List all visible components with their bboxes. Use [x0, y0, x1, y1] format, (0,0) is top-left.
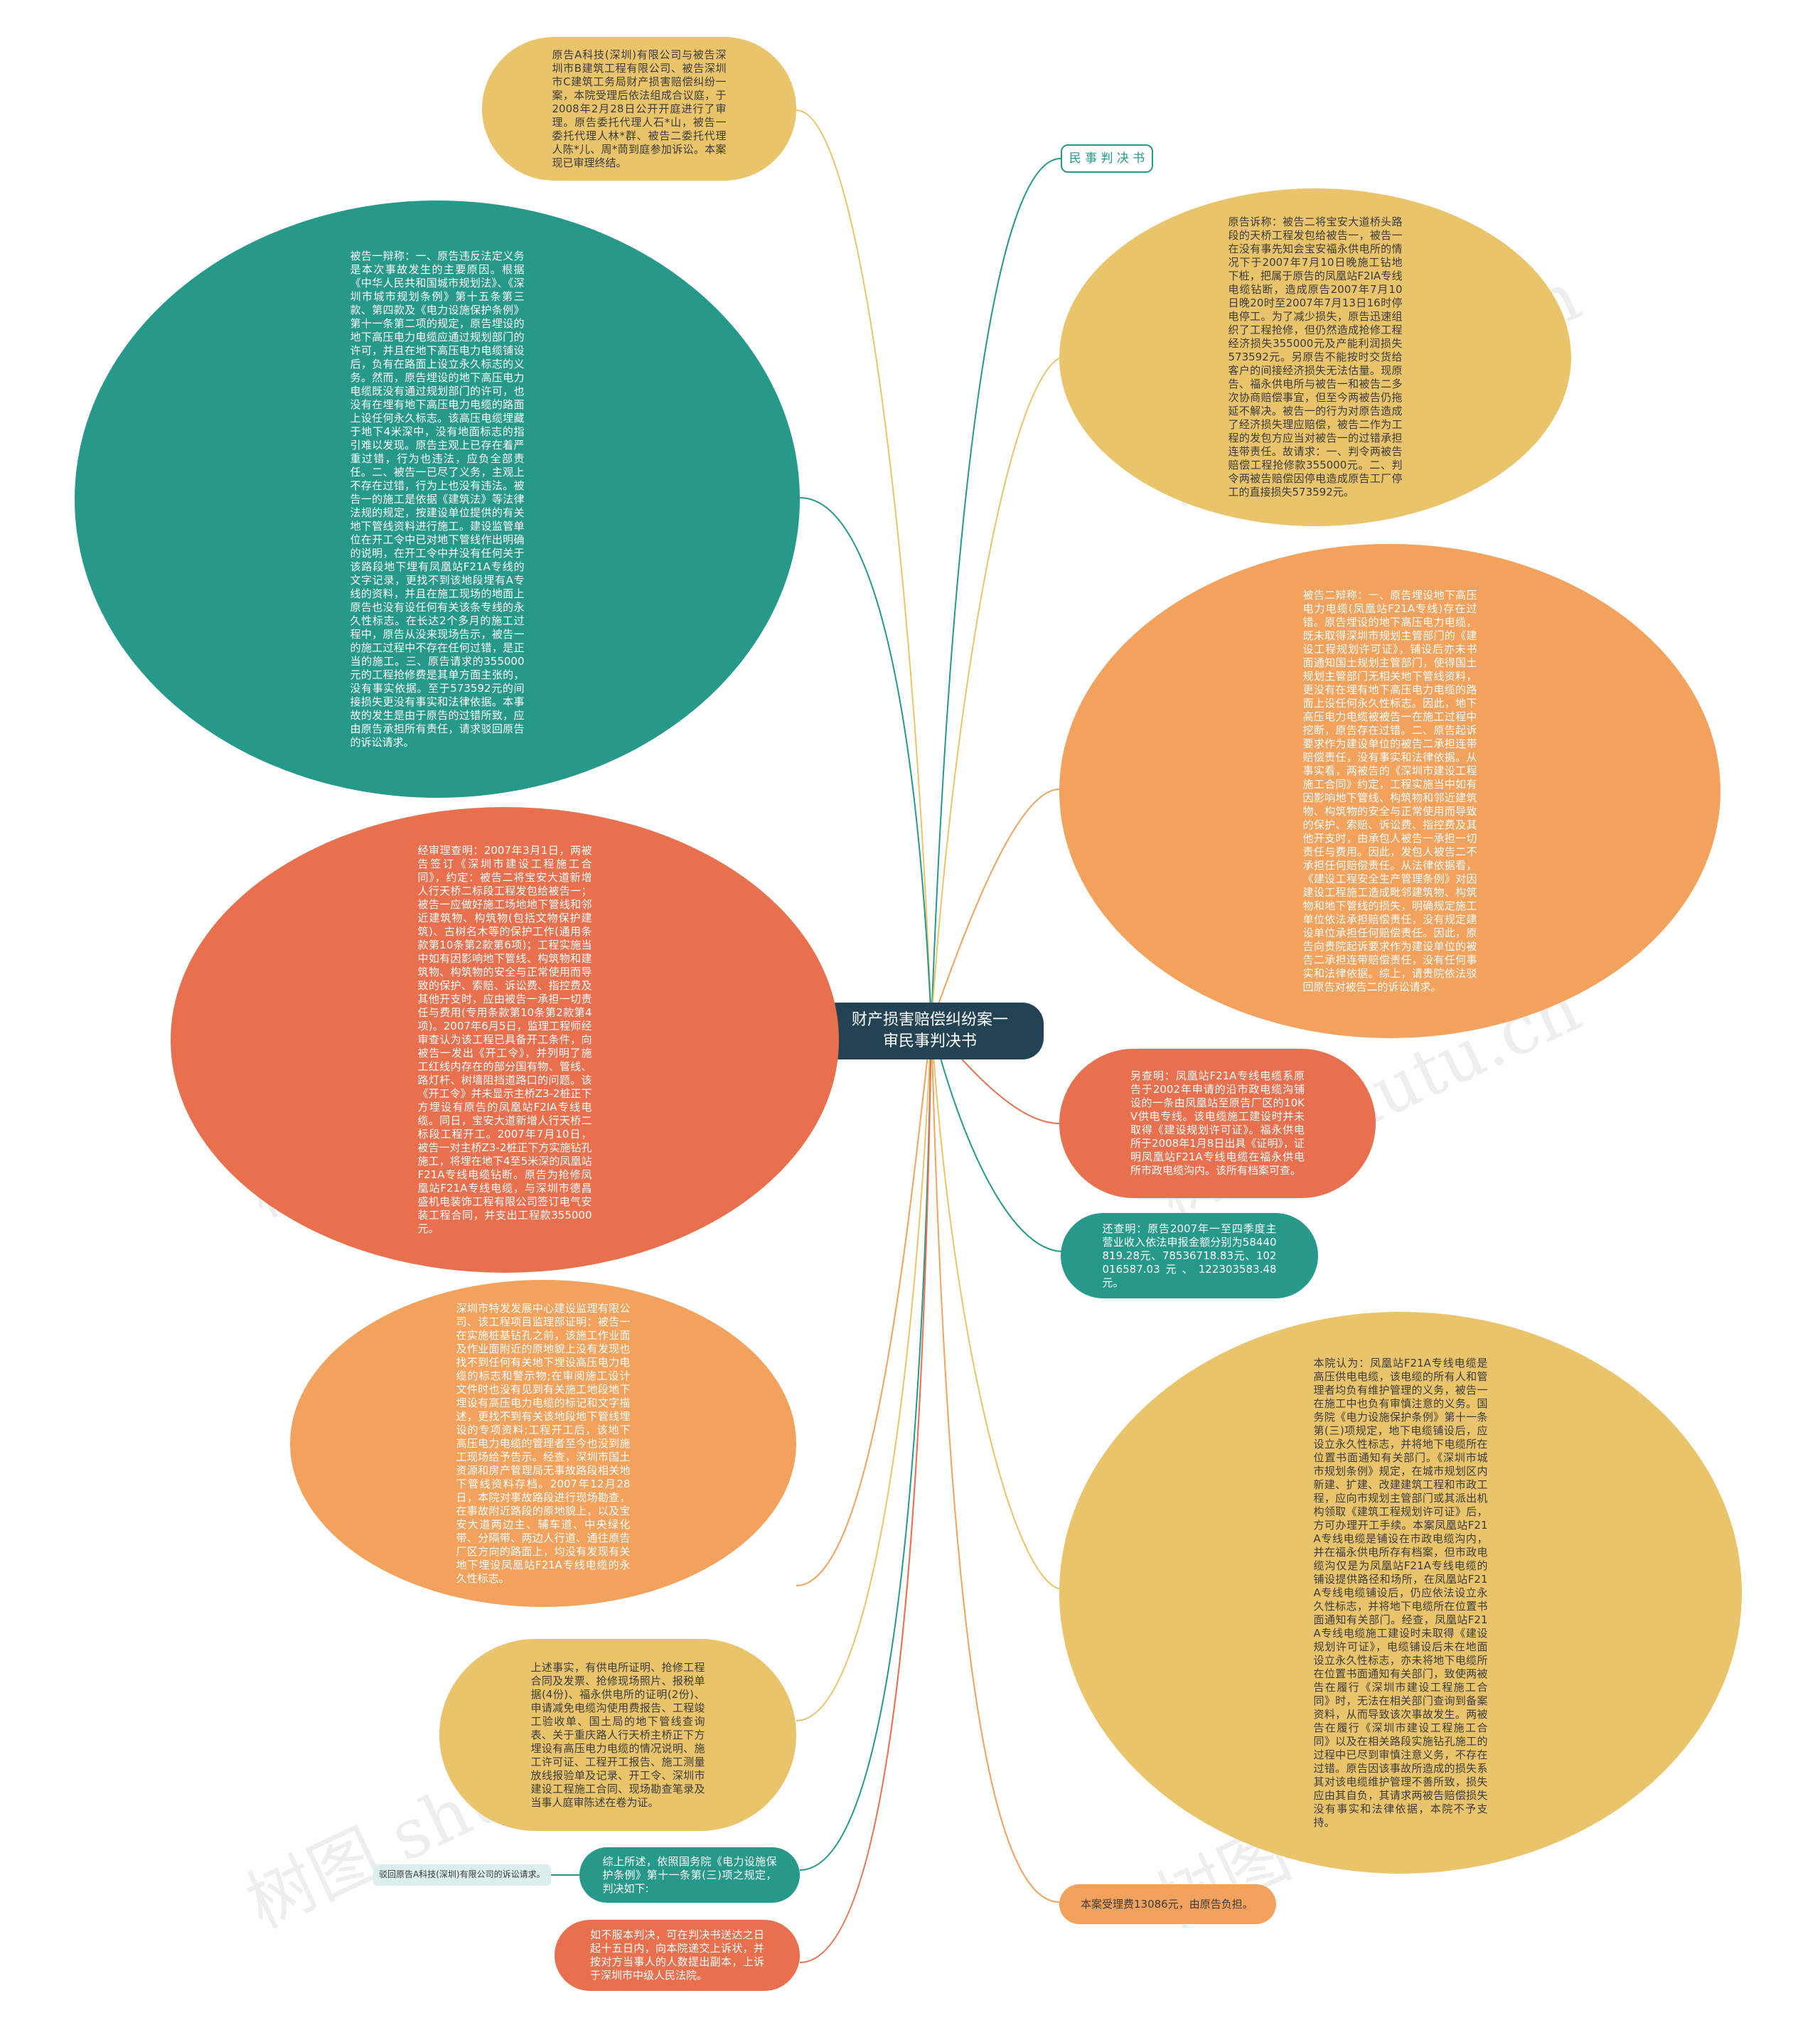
right-node-court-fee[interactable]: 本案受理费13086元，由原告负担。	[1059, 1884, 1276, 1924]
link-right-7	[931, 1023, 1060, 1903]
right-node-court-opinion-text: 本院认为：凤凰站F21A专线电缆是高压供电电缆，该电缆的所有人和管理者均负有维护…	[1313, 1356, 1488, 1829]
link-left-6	[799, 1023, 932, 1871]
left-node-appeal-notice[interactable]: 如不服本判决，可在判决书送达之日起十五日内，向本院递交上诉状，并按对方当事人的人…	[555, 1920, 800, 1991]
left-node-case-intro[interactable]: 原告A科技(深圳)有限公司与被告深圳市B建筑工程有限公司、被告深圳市C建筑工务局…	[482, 37, 796, 181]
left-node-judgment-ruling[interactable]: 综上所述，依照国务院《电力设施保护条例》第十一条第(三)项之规定，判决如下:	[579, 1847, 800, 1903]
link-right-5	[931, 1023, 1064, 1252]
left-node-case-intro-text: 原告A科技(深圳)有限公司与被告深圳市B建筑工程有限公司、被告深圳市C建筑工务局…	[552, 48, 727, 169]
left-node-supervision-proof[interactable]: 深圳市特发发展中心建设监理有限公司、该工程项目监理部证明：被告一在实施桩基钻孔之…	[290, 1280, 796, 1607]
right-node-judgment-title-text: 民 事 判 决 书	[1069, 151, 1145, 166]
right-node-plaintiff-claim[interactable]: 原告诉称：被告二将宝安大道桥头路段的天桥工程发包给被告一，被告一在没有事先知会宝…	[1059, 188, 1571, 526]
left-node-trial-findings-text: 经审理查明：2007年3月1日，两被告签订《深圳市建设工程施工合同》，约定：被告…	[417, 844, 592, 1235]
left-node-defendant1-defense-text: 被告一辩称：一、原告违反法定义务是本次事故发生的主要原因。根据《中华人民共和国城…	[350, 249, 525, 749]
link-left-4	[796, 1023, 932, 1586]
link-left-2	[799, 497, 932, 1025]
right-node-further-finding[interactable]: 另查明：凤凰站F21A专线电缆系原告于2002年申请的沿市政电缆沟铺设的一条由凤…	[1059, 1049, 1376, 1198]
link-left-1	[796, 110, 932, 1025]
right-node-further-finding-text: 另查明：凤凰站F21A专线电缆系原告于2002年申请的沿市政电缆沟铺设的一条由凤…	[1130, 1069, 1305, 1177]
link-right-2	[931, 355, 1069, 1025]
left-node-evidence-text: 上述事实，有供电所证明、抢修工程合同及发票、抢修现场照片、报税单据(4份)、福永…	[530, 1660, 705, 1809]
center-topic[interactable]: 财产损害赔偿纠纷案一审民事判决书	[816, 1003, 1044, 1059]
link-left-7	[799, 1023, 932, 1963]
right-node-revenue-finding-text: 还查明：原告2007年一至四季度主营业收入依法申报金额分别为58440819.2…	[1102, 1222, 1277, 1289]
left-node-evidence[interactable]: 上述事实，有供电所证明、抢修工程合同及发票、抢修现场照片、报税单据(4份)、福永…	[439, 1639, 796, 1831]
left-node-trial-findings[interactable]: 经审理查明：2007年3月1日，两被告签订《深圳市建设工程施工合同》，约定：被告…	[171, 807, 839, 1273]
link-right-1	[931, 158, 1061, 1025]
left-node-ruling-detail[interactable]: 驳回原告A科技(深圳)有限公司的诉讼请求。	[373, 1864, 551, 1886]
left-node-judgment-ruling-text: 综上所述，依照国务院《电力设施保护条例》第十一条第(三)项之规定，判决如下:	[602, 1854, 777, 1895]
right-node-defendant2-defense-text: 被告二辩称：一、原告埋设地下高压电力电缆(凤凰站F21A专线)存在过错。原告埋设…	[1302, 588, 1477, 993]
right-node-defendant2-defense[interactable]: 被告二辩称：一、原告埋设地下高压电力电缆(凤凰站F21A专线)存在过错。原告埋设…	[1059, 544, 1720, 1038]
left-node-appeal-notice-text: 如不服本判决，可在判决书送达之日起十五日内，向本院递交上诉状，并按对方当事人的人…	[590, 1928, 764, 1982]
left-node-supervision-proof-text: 深圳市特发发展中心建设监理有限公司、该工程项目监理部证明：被告一在实施桩基钻孔之…	[456, 1301, 631, 1585]
center-topic-title: 财产损害赔偿纠纷案一审民事判决书	[851, 1011, 1008, 1050]
right-node-judgment-title[interactable]: 民 事 判 决 书	[1061, 144, 1153, 173]
left-node-ruling-detail-text: 驳回原告A科技(深圳)有限公司的诉讼请求。	[379, 1869, 545, 1879]
right-node-court-opinion[interactable]: 本院认为：凤凰站F21A专线电缆是高压供电电缆，该电缆的所有人和管理者均负有维护…	[1059, 1312, 1742, 1874]
right-node-court-fee-text: 本案受理费13086元，由原告负担。	[1081, 1897, 1253, 1911]
link-right-3	[931, 789, 1060, 1025]
link-left-5	[796, 1023, 932, 1721]
right-node-revenue-finding[interactable]: 还查明：原告2007年一至四季度主营业收入依法申报金额分别为58440819.2…	[1061, 1213, 1318, 1298]
link-right-6	[931, 1023, 1064, 1590]
left-node-defendant1-defense[interactable]: 被告一辩称：一、原告违反法定义务是本次事故发生的主要原因。根据《中华人民共和国城…	[75, 201, 800, 798]
right-node-plaintiff-claim-text: 原告诉称：被告二将宝安大道桥头路段的天桥工程发包给被告一，被告一在没有事先知会宝…	[1228, 215, 1403, 498]
